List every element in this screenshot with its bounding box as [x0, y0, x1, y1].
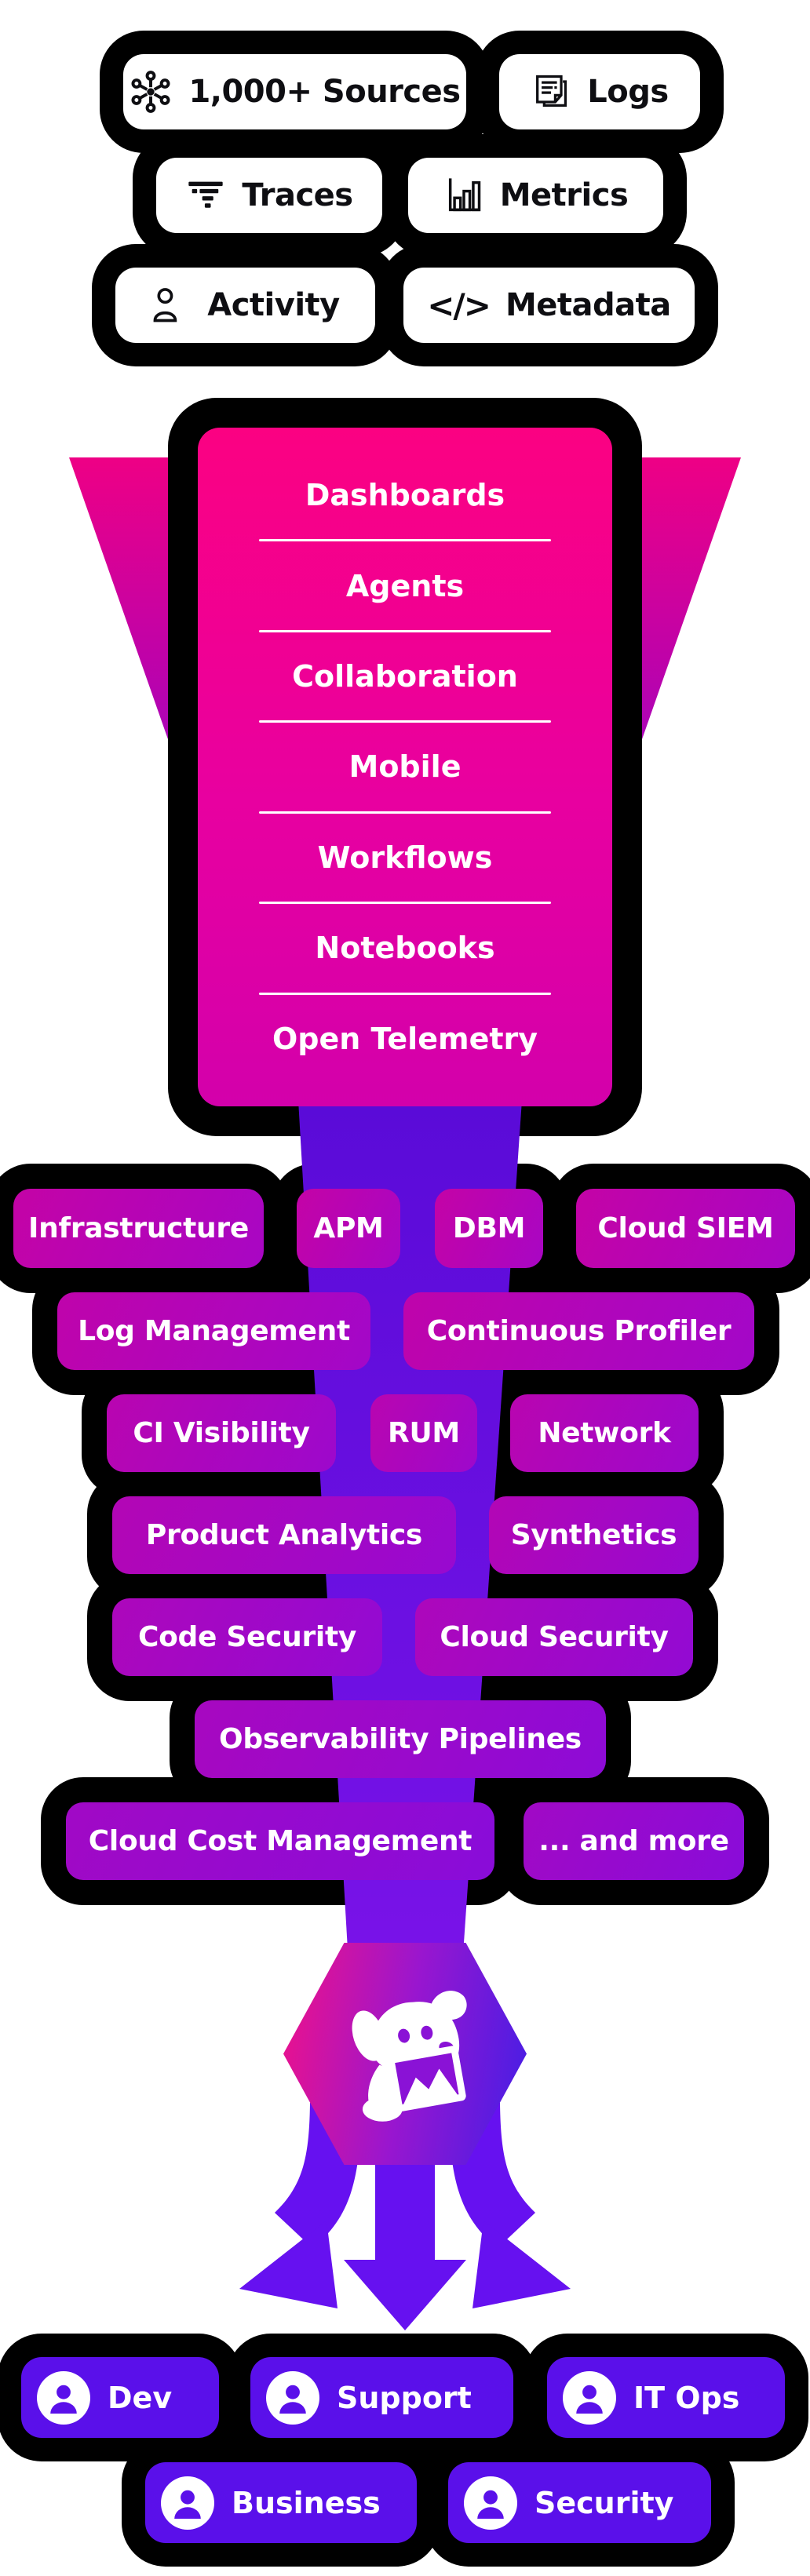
source-pill-label: 1,000+ Sources [188, 74, 461, 110]
funnel-item-notebooks: Notebooks [315, 931, 495, 966]
product-pill-rum: RUM [370, 1394, 477, 1472]
funnel-separator [259, 539, 551, 542]
persona-avatar [266, 2370, 319, 2425]
funnel-card: Dashboards Agents Collaboration Mobile W… [198, 428, 612, 1106]
source-pill-activity: Activity [115, 268, 375, 343]
persona-pill-security: Security [448, 2462, 711, 2543]
logs-document-icon [536, 75, 567, 107]
funnel-separator [259, 720, 551, 723]
person-icon [576, 2385, 603, 2414]
funnel-item-collaboration: Collaboration [292, 659, 518, 694]
source-pill-label: Metadata [505, 287, 671, 323]
person-icon [174, 2490, 201, 2519]
product-pill-cloud-cost-management: Cloud Cost Management [66, 1802, 494, 1880]
product-pill-product-analytics: Product Analytics [112, 1496, 456, 1574]
persona-pill-business: Business [145, 2462, 417, 2543]
persona-label: Dev [108, 2380, 173, 2415]
persona-label: Business [232, 2485, 381, 2520]
source-pill-metrics: Metrics [408, 158, 663, 233]
product-pill-observability-pipelines: Observability Pipelines [195, 1700, 606, 1778]
product-pill-code-security: Code Security [112, 1598, 382, 1676]
product-pill-log-management: Log Management [57, 1292, 370, 1370]
funnel-item-open-telemetry: Open Telemetry [272, 1021, 538, 1056]
persona-avatar [37, 2370, 90, 2425]
funnel-item-agents: Agents [345, 568, 465, 603]
trace-flamegraph-icon [188, 181, 224, 208]
persona-pill-dev: Dev [21, 2357, 219, 2438]
source-pill-label: Logs [587, 74, 669, 110]
source-pill-label: Metrics [499, 177, 629, 213]
funnel-separator [259, 629, 551, 632]
product-pill-dbm: DBM [435, 1189, 543, 1268]
source-pill-label: Activity [207, 287, 340, 323]
product-pill-infrastructure: Infrastructure [13, 1189, 264, 1268]
product-pill-apm: APM [297, 1189, 400, 1268]
persona-label: Security [535, 2485, 674, 2520]
funnel-separator [259, 902, 551, 905]
person-outline-icon [153, 288, 177, 322]
source-pill-metadata: </> Metadata [403, 268, 695, 343]
product-pill-and-more: ... and more [524, 1802, 744, 1880]
hub-icon [131, 71, 170, 113]
source-pill-traces: Traces [156, 158, 382, 233]
bar-chart-icon [448, 178, 480, 212]
code-icon: </> [427, 286, 491, 325]
funnel-item-workflows: Workflows [317, 840, 493, 875]
persona-pill-it-ops: IT Ops [547, 2357, 785, 2438]
person-icon [477, 2490, 504, 2519]
product-pill-continuous-profiler: Continuous Profiler [403, 1292, 754, 1370]
funnel-item-dashboards: Dashboards [305, 478, 505, 513]
persona-avatar [563, 2370, 616, 2425]
product-pill-ci-visibility: CI Visibility [107, 1394, 336, 1472]
product-pill-cloud-security: Cloud Security [415, 1598, 693, 1676]
product-pill-synthetics: Synthetics [489, 1496, 699, 1574]
datadog-dog-logo [352, 1991, 467, 2122]
source-pill-sources: 1,000+ Sources [123, 54, 466, 129]
source-pill-label: Traces [242, 177, 353, 213]
source-pill-logs: Logs [499, 54, 700, 129]
persona-pill-support: Support [250, 2357, 513, 2438]
funnel-separator [259, 811, 551, 814]
person-icon [279, 2385, 306, 2414]
picture-frame-icon [388, 2046, 466, 2112]
persona-avatar [161, 2476, 214, 2530]
funnel-separator [259, 992, 551, 995]
persona-label: IT Ops [633, 2380, 740, 2415]
funnel-item-mobile: Mobile [348, 749, 462, 785]
product-pill-cloud-siem: Cloud SIEM [576, 1189, 795, 1268]
persona-avatar [464, 2476, 517, 2530]
product-pill-network: Network [510, 1394, 699, 1472]
datadog-hexagon [283, 1943, 527, 2165]
persona-label: Support [337, 2380, 472, 2415]
person-icon [50, 2385, 77, 2414]
